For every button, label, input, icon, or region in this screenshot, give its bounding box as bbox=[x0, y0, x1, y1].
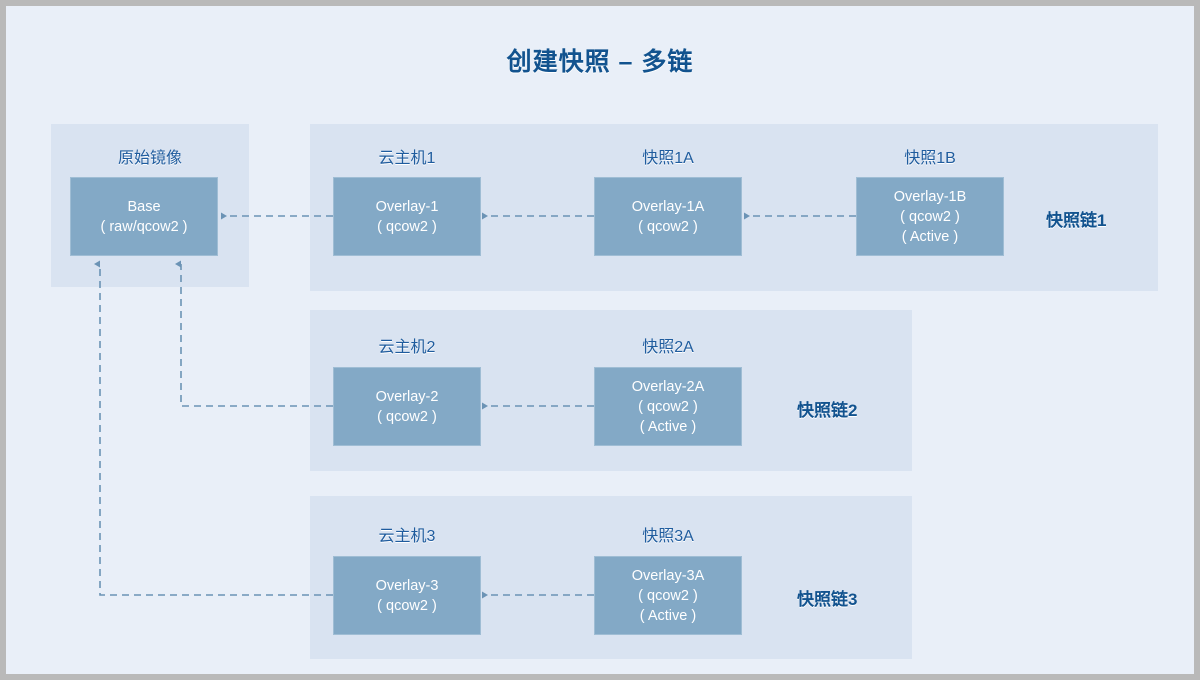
node-overlay-2a-line1: Overlay-2A bbox=[631, 378, 705, 395]
node-overlay-3-line1: Overlay-3 bbox=[375, 577, 439, 594]
node-overlay-1b-line1: Overlay-1B bbox=[893, 188, 967, 205]
node-overlay-2: Overlay-2 ( qcow2 ) bbox=[333, 367, 481, 446]
label-snapshot-chain-3: 快照链3 bbox=[797, 590, 858, 609]
node-overlay-2-line1: Overlay-2 bbox=[375, 388, 439, 405]
node-overlay-3a-line1: Overlay-3A bbox=[631, 567, 705, 584]
node-base-line2: ( raw/qcow2 ) bbox=[100, 218, 188, 235]
caption-chain3-node1: 云主机3 bbox=[378, 528, 436, 545]
node-overlay-1a: Overlay-1A ( qcow2 ) bbox=[594, 177, 742, 256]
label-snapshot-chain-2: 快照链2 bbox=[797, 401, 858, 420]
node-overlay-2a: Overlay-2A ( qcow2 ) ( Active ) bbox=[594, 367, 742, 446]
node-overlay-3a: Overlay-3A ( qcow2 ) ( Active ) bbox=[594, 556, 742, 635]
node-overlay-2a-line2: ( qcow2 ) bbox=[638, 398, 698, 415]
node-overlay-1-line2: ( qcow2 ) bbox=[377, 218, 437, 235]
node-overlay-1: Overlay-1 ( qcow2 ) bbox=[333, 177, 481, 256]
node-overlay-1a-line1: Overlay-1A bbox=[631, 198, 705, 215]
node-base-image: Base ( raw/qcow2 ) bbox=[70, 177, 218, 256]
node-overlay-3-line2: ( qcow2 ) bbox=[377, 597, 437, 614]
connector-overlay3-to-base bbox=[94, 260, 333, 596]
diagram-page: 创建快照 – 多链 bbox=[6, 6, 1194, 674]
caption-chain1-node3: 快照1B bbox=[904, 150, 956, 167]
caption-chain2-node2: 快照2A bbox=[642, 339, 694, 356]
node-overlay-2-line2: ( qcow2 ) bbox=[377, 408, 437, 425]
node-overlay-1b-line3: ( Active ) bbox=[901, 228, 959, 245]
node-overlay-1b-line2: ( qcow2 ) bbox=[900, 208, 960, 225]
node-overlay-1-line1: Overlay-1 bbox=[375, 198, 439, 215]
node-overlay-1a-line2: ( qcow2 ) bbox=[638, 218, 698, 235]
label-snapshot-chain-1: 快照链1 bbox=[1046, 211, 1107, 230]
caption-chain1-node2: 快照1A bbox=[642, 150, 694, 167]
page-title: 创建快照 – 多链 bbox=[506, 48, 694, 76]
node-overlay-3a-line3: ( Active ) bbox=[639, 607, 697, 624]
node-overlay-1b: Overlay-1B ( qcow2 ) ( Active ) bbox=[856, 177, 1004, 256]
caption-chain3-node2: 快照3A bbox=[642, 528, 694, 545]
node-overlay-3: Overlay-3 ( qcow2 ) bbox=[333, 556, 481, 635]
caption-chain2-node1: 云主机2 bbox=[378, 339, 436, 356]
node-base-line1: Base bbox=[127, 198, 161, 215]
caption-chain1-node1: 云主机1 bbox=[378, 150, 436, 167]
node-overlay-2a-line3: ( Active ) bbox=[639, 418, 697, 435]
node-overlay-3a-line2: ( qcow2 ) bbox=[638, 587, 698, 604]
caption-original-image: 原始镜像 bbox=[117, 150, 182, 167]
